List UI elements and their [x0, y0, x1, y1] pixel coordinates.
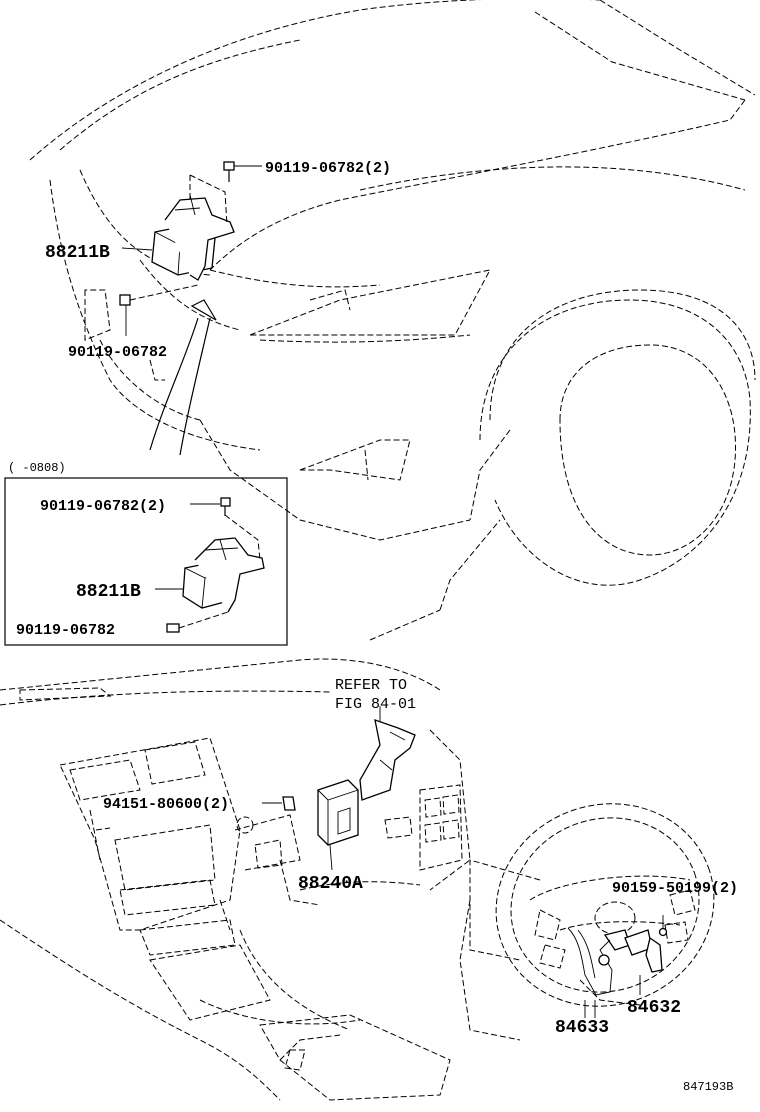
car-front-exterior [29, 0, 756, 586]
label-inset-bolt-single: 90119-06782 [16, 622, 115, 639]
label-refer-line2: FIG 84-01 [335, 696, 416, 713]
figure-code: 847193B [683, 1080, 733, 1094]
paddle-switches-84632-84633 [567, 915, 668, 1018]
steering-wheel [459, 803, 715, 1041]
sensor-88211b-inset [155, 497, 265, 633]
label-top-bolt-qty: 90119-06782(2) [265, 160, 391, 177]
label-top-bolt-single: 90119-06782 [68, 344, 167, 361]
computer-88240a [262, 706, 416, 871]
label-top-sensor: 88211B [45, 243, 110, 263]
location-arrow [149, 299, 217, 456]
label-switch-a: 84632 [627, 998, 681, 1018]
label-nut: 94151-80600(2) [103, 796, 229, 813]
label-computer: 88240A [298, 874, 363, 894]
inset-frame [4, 477, 288, 646]
label-switch-b: 84633 [555, 1018, 609, 1038]
label-screw: 90159-50199(2) [612, 880, 738, 897]
label-inset-sensor: 88211B [76, 582, 141, 602]
dashboard-interior [0, 519, 501, 1101]
label-refer-line1: REFER TO [335, 677, 407, 694]
sensor-88211b-top [119, 161, 262, 336]
label-inset-bolt-qty: 90119-06782(2) [40, 498, 166, 515]
label-inset-period: ( -0808) [8, 461, 66, 475]
